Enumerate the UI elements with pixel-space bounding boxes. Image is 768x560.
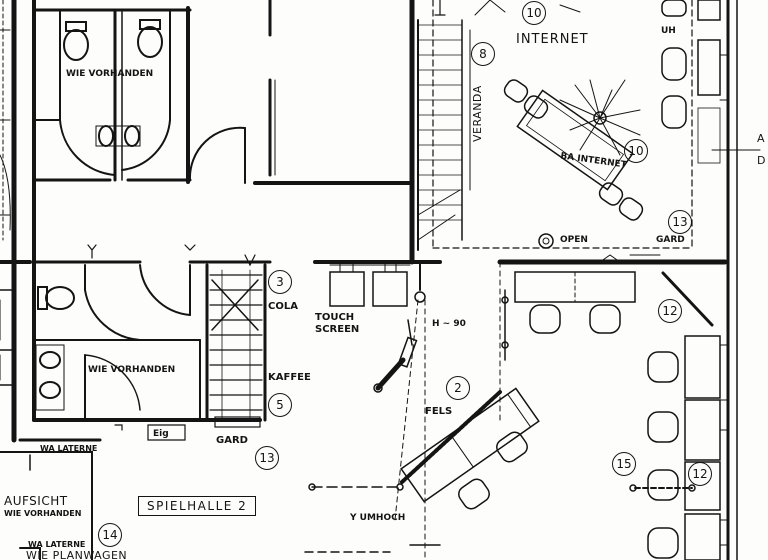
label-uh: UH (661, 26, 676, 36)
callout-12-top: 12 (658, 299, 682, 323)
corridor-elements (304, 254, 714, 560)
callout-12-low: 12 (688, 462, 712, 486)
label-wie-planwagen: WIE PLANWAGEN (26, 549, 128, 560)
label-edge-a: A (757, 132, 766, 145)
veranda-block (417, 0, 693, 251)
label-gard-mid: GARD (216, 435, 248, 446)
wc-block-middle (0, 264, 201, 421)
wc-block-top (32, 0, 276, 184)
right-machines (647, 54, 761, 560)
label-aufsicht: AUFSICHT (4, 494, 68, 508)
fels-tables (400, 387, 540, 510)
callout-8: 8 (471, 42, 495, 66)
label-wie-vorhanden-mid: WIE VORHANDEN (88, 365, 176, 375)
label-wie-vorhanden-bottom: WIE VORHANDEN (4, 509, 82, 518)
label-edge-d: D (757, 154, 766, 167)
label-gard-top: GARD (656, 235, 685, 245)
label-cola: COLA (268, 301, 298, 312)
label-wa-laterne-bottom: WA LATERNE (28, 540, 86, 549)
label-wie-vorhanden-top: WIE VORHANDEN (66, 69, 154, 79)
callout-5: 5 (268, 393, 292, 417)
label-touch: TOUCH (315, 312, 355, 323)
callout-13-top: 13 (668, 210, 692, 234)
internet-furniture (474, 0, 721, 249)
callout-10-top: 10 (522, 1, 546, 25)
callout-3: 3 (268, 270, 292, 294)
label-eig: Eig (153, 429, 169, 439)
label-h-90: H ~ 90 (432, 319, 466, 329)
misc-marks (0, 0, 256, 560)
label-veranda: VERANDA (471, 85, 484, 142)
label-spielhalle: SPIELHALLE 2 (138, 496, 257, 516)
label-open: OPEN (560, 235, 588, 245)
label-umhoch: Y UMHOCH (350, 513, 406, 523)
callout-10-table: 10 (624, 139, 648, 163)
label-internet: INTERNET (516, 32, 589, 47)
label-screen: SCREEN (315, 324, 360, 335)
label-kaffee: KAFFEE (268, 372, 311, 383)
label-fels: FELS (425, 406, 453, 417)
callout-13-mid: 13 (255, 446, 279, 470)
callout-2: 2 (446, 376, 470, 400)
stair-block (209, 269, 263, 428)
walls (0, 0, 738, 560)
label-wa-laterne-top: WA LATERNE (40, 444, 98, 453)
wall-aufsicht-box (0, 451, 93, 560)
callout-15: 15 (612, 452, 636, 476)
callout-14: 14 (98, 523, 122, 547)
